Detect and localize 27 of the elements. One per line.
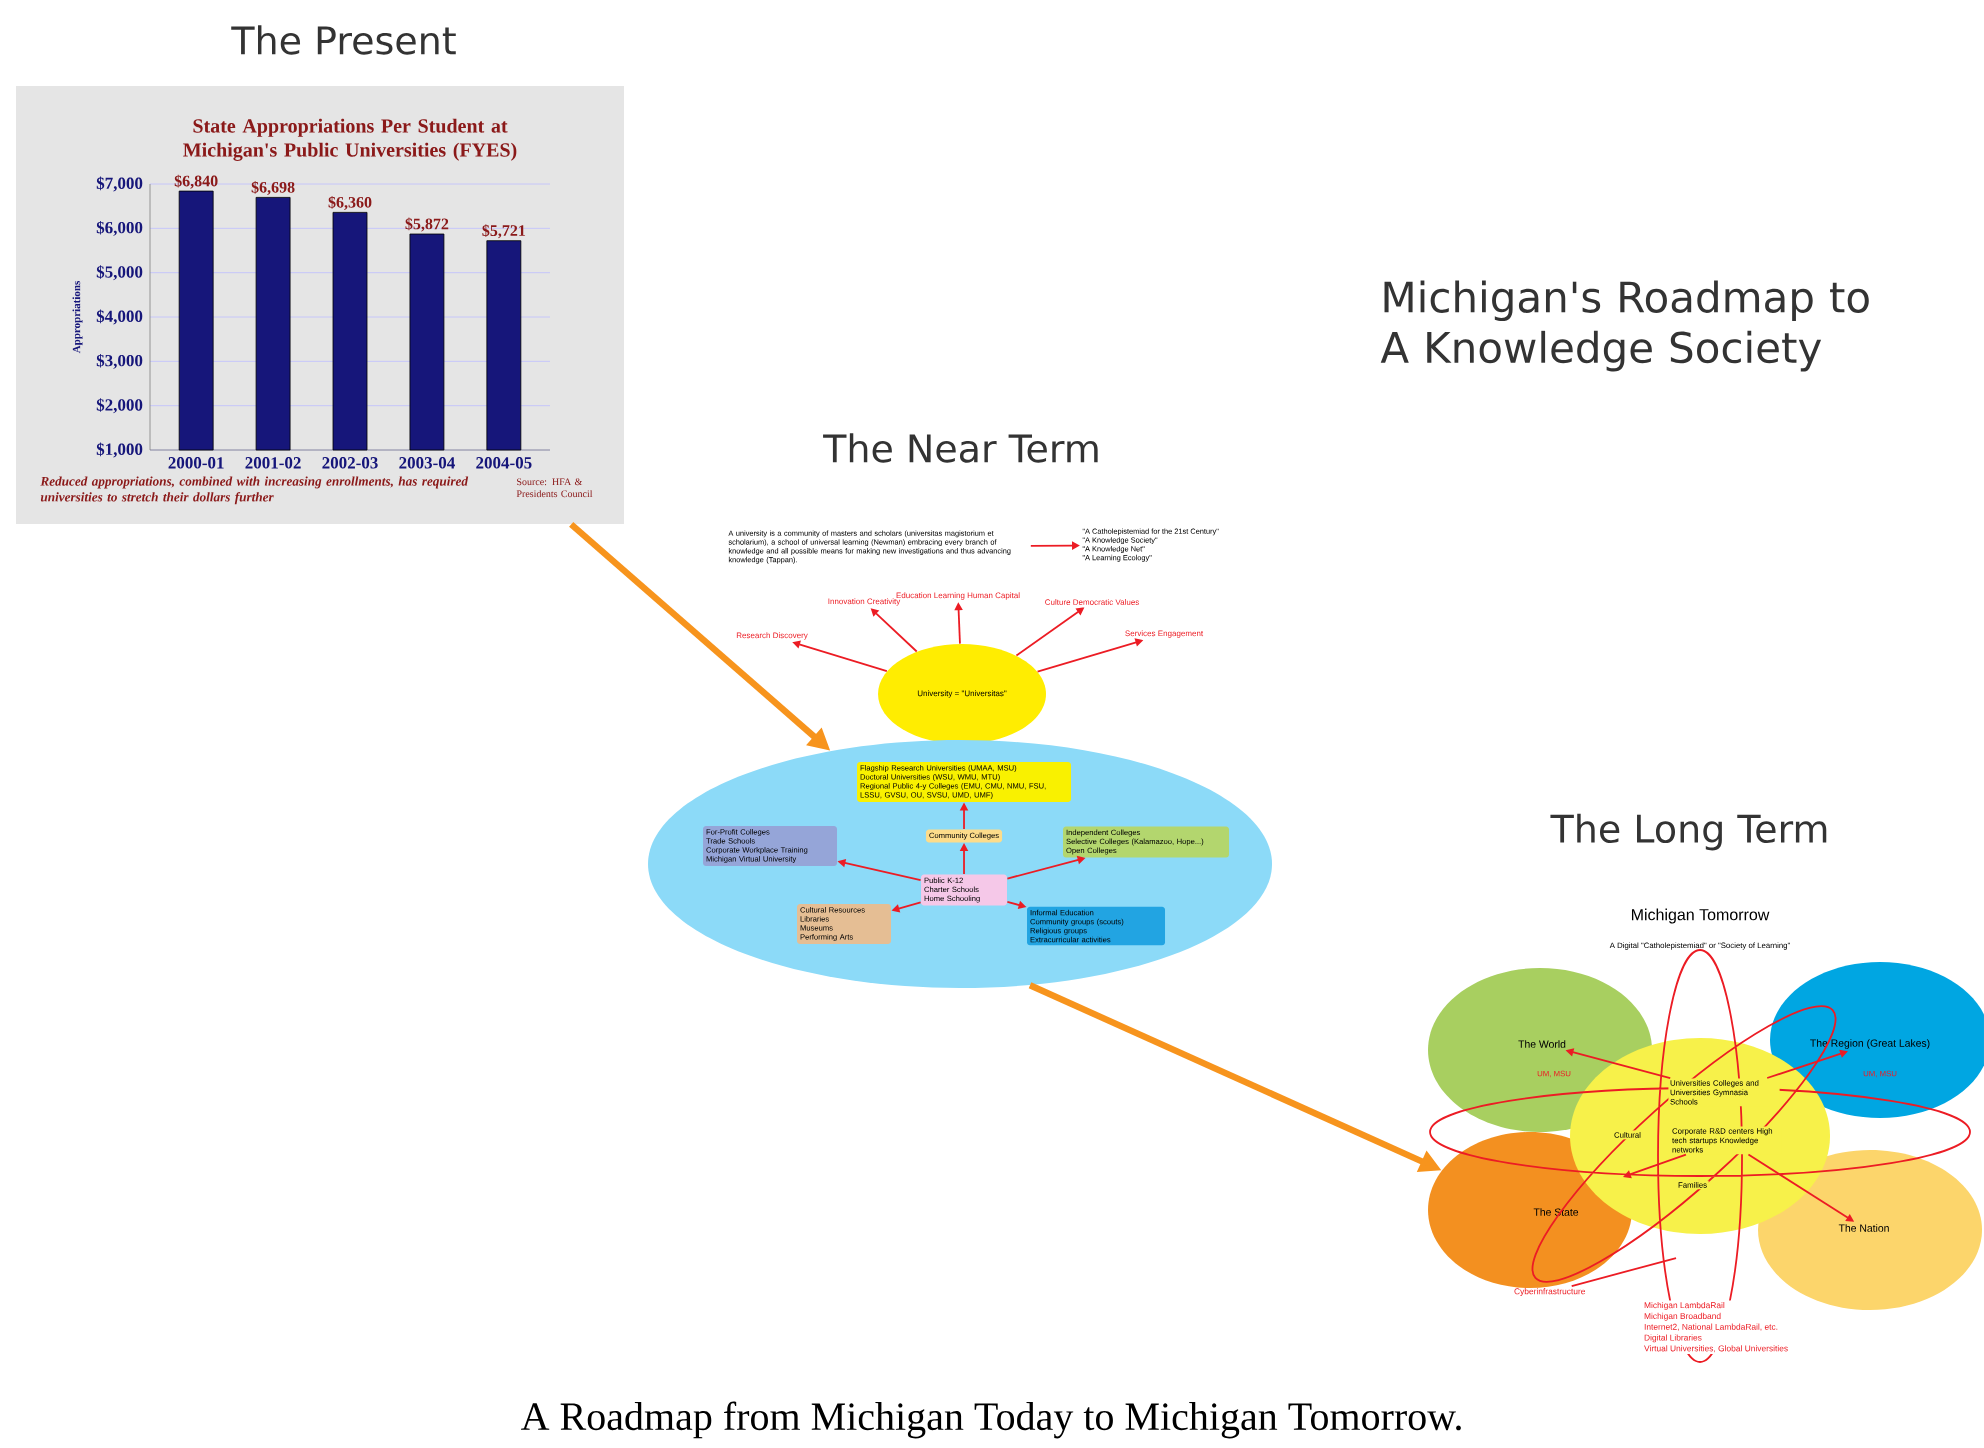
- section-heading: The Long Term: [1550, 813, 1827, 851]
- chart-title: State Appropriations Per Student at Michigan's Public Universities (FYES): [183, 118, 517, 161]
- data-label: $6,840: [174, 174, 218, 189]
- x-tick-label: 2004-05: [476, 457, 532, 469]
- y-tick-label: $7,000: [96, 176, 143, 192]
- section-heading: The Near Term: [823, 433, 1098, 463]
- data-label: $6,698: [251, 180, 295, 195]
- section-heading: The Present: [231, 25, 456, 55]
- x-tick-label: 2003-04: [399, 457, 455, 469]
- x-tick-label: 2002-03: [322, 457, 378, 469]
- y-tick-label: $5,000: [96, 265, 143, 281]
- arrow: [1623, 1153, 1687, 1179]
- leader-line: [1570, 1257, 1677, 1287]
- x-tick-label: 2000-01: [168, 457, 224, 469]
- diagram-heading: Michigan Tomorrow: [1632, 908, 1770, 924]
- data-label: $5,872: [405, 217, 449, 232]
- caption: A Roadmap from Michigan Today to Michigan Tomorrow.: [521, 1401, 1461, 1439]
- y-tick-label: $4,000: [96, 309, 143, 325]
- y-tick-label: $1,000: [96, 442, 143, 458]
- data-label: $5,721: [482, 224, 526, 239]
- data-label: $6,360: [328, 195, 372, 210]
- y-tick-label: $3,000: [96, 353, 143, 369]
- y-tick-label: $2,000: [96, 398, 143, 414]
- x-tick-label: 2001-02: [245, 457, 301, 469]
- y-tick-label: $6,000: [96, 220, 143, 236]
- title: Michigan's Roadmap to A Knowledge Society: [1380, 280, 1869, 372]
- arrow: [1766, 1049, 1848, 1079]
